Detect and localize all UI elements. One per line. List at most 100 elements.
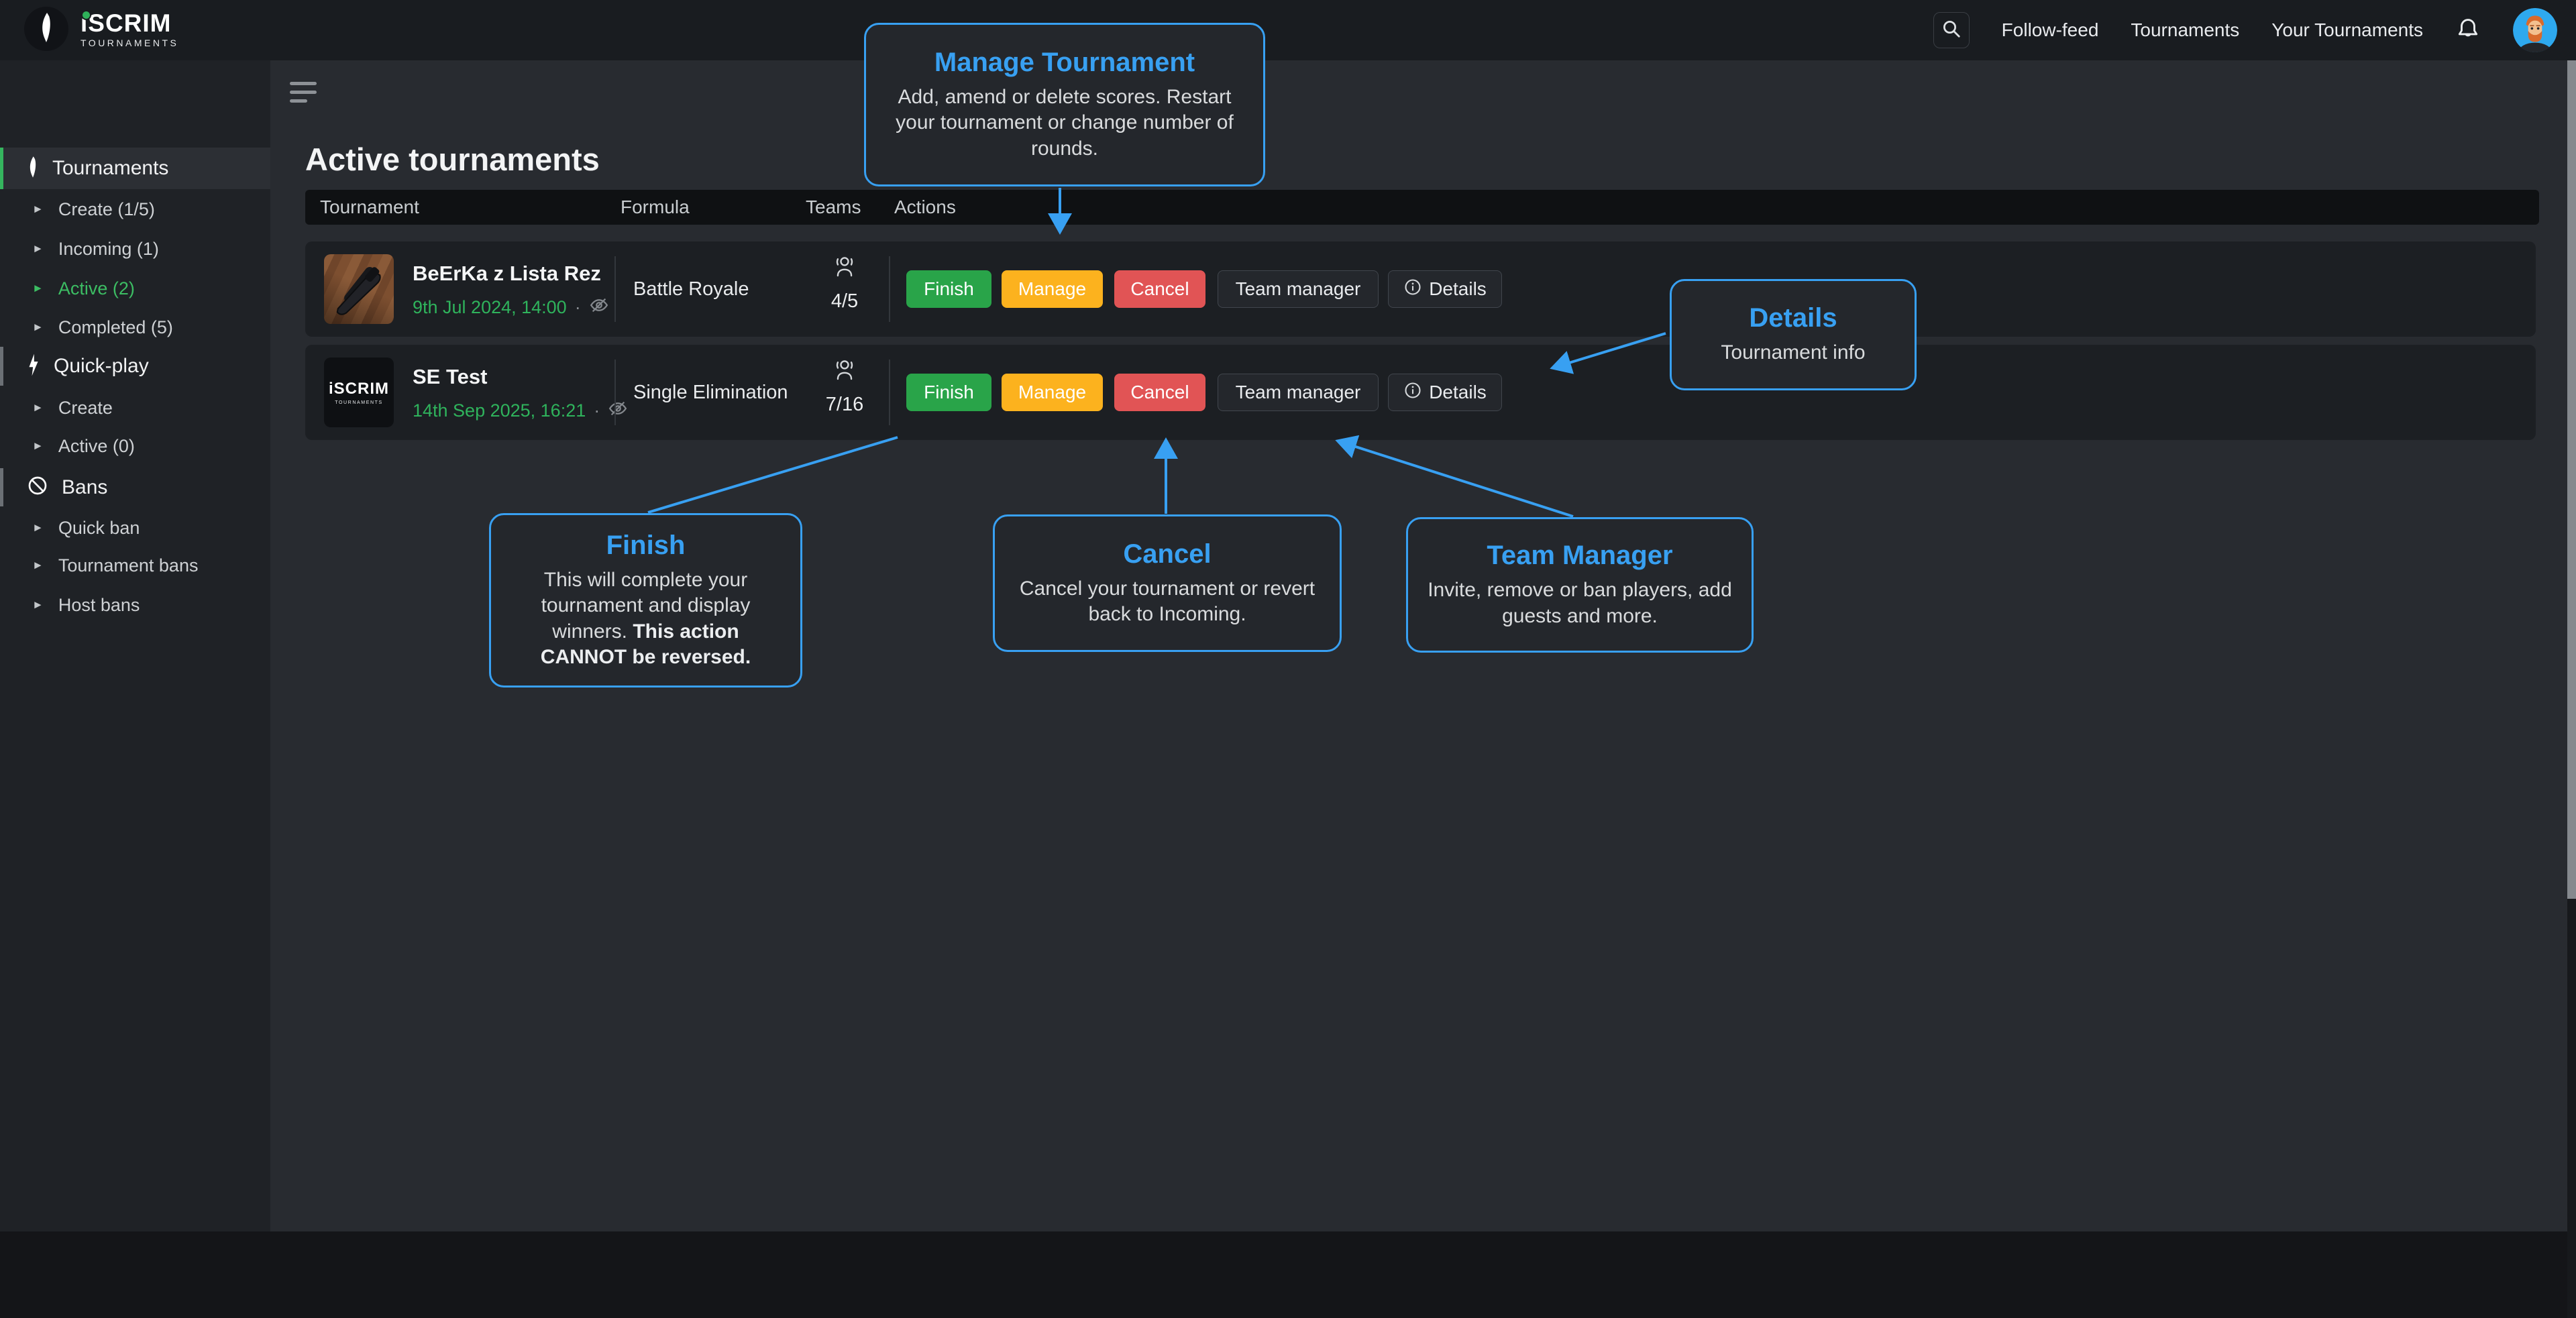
tournament-formula: Single Elimination xyxy=(633,381,788,403)
tooltip-title: Team Manager xyxy=(1487,541,1673,571)
group-people-icon xyxy=(830,357,859,390)
sidebar-item-host-bans[interactable]: ► Host bans xyxy=(32,594,140,615)
sidebar-item-quick-ban[interactable]: ► Quick ban xyxy=(32,517,140,538)
column-header-actions: Actions xyxy=(894,197,956,217)
tooltip-title: Manage Tournament xyxy=(934,47,1195,77)
search-button[interactable] xyxy=(1933,12,1970,48)
section-indicator-bar xyxy=(0,468,3,506)
logo-circle xyxy=(24,7,68,51)
teams-count: 7/16 xyxy=(825,394,864,415)
info-icon xyxy=(1403,381,1422,404)
arrow-right-icon: ► xyxy=(32,521,44,534)
sidebar-item-tournament-bans[interactable]: ► Tournament bans xyxy=(32,555,199,575)
team-manager-button[interactable]: Team manager xyxy=(1218,270,1379,308)
lightning-icon xyxy=(27,353,40,380)
sidebar-item-label: Tournaments xyxy=(52,157,169,179)
sidebar-item-active[interactable]: ► Active (2) xyxy=(32,278,135,298)
tournament-thumbnail xyxy=(324,254,394,324)
sidebar-item-incoming[interactable]: ► Incoming (1) xyxy=(32,238,159,259)
tournament-name[interactable]: BeErKa z Lista Rez xyxy=(413,262,601,285)
cancel-button[interactable]: Cancel xyxy=(1114,270,1205,308)
user-avatar[interactable] xyxy=(2513,8,2557,52)
nav-link-follow-feed[interactable]: Follow-feed xyxy=(2001,19,2099,40)
tooltip-title: Details xyxy=(1749,303,1837,333)
finish-button[interactable]: Finish xyxy=(906,270,991,308)
arrow-right-icon: ► xyxy=(32,559,44,571)
ban-icon xyxy=(27,475,48,500)
brand-subtitle: TOURNAMENTS xyxy=(80,37,179,48)
arrow-right-icon: ► xyxy=(32,321,44,333)
arrow-right-icon: ► xyxy=(32,203,44,215)
sidebar-item-quick-play[interactable]: Quick-play xyxy=(0,347,270,386)
top-navbar: iSCRIM TOURNAMENTS Follow-feed Tournamen… xyxy=(0,0,2576,60)
notifications-bell-icon[interactable] xyxy=(2455,16,2481,45)
column-divider xyxy=(614,360,616,425)
column-divider xyxy=(889,256,890,322)
navbar-right: Follow-feed Tournaments Your Tournaments xyxy=(1933,0,2557,60)
column-divider xyxy=(614,256,616,322)
manage-button[interactable]: Manage xyxy=(1002,374,1103,411)
table-header: Tournament Formula Teams Actions xyxy=(305,190,2539,225)
tournament-thumbnail: iSCRIM TOURNAMENTS xyxy=(324,358,394,427)
tooltip-team-manager: Team Manager Invite, remove or ban playe… xyxy=(1406,517,1754,653)
content-menu-icon[interactable] xyxy=(290,82,322,109)
details-button[interactable]: Details xyxy=(1388,270,1502,308)
knife-icon xyxy=(27,156,39,182)
column-divider xyxy=(889,360,890,425)
tooltip-body: Cancel your tournament or revert back to… xyxy=(1019,577,1316,625)
tooltip-body: Invite, remove or ban players, add guest… xyxy=(1428,579,1732,627)
sidebar-item-quick-active[interactable]: ► Active (0) xyxy=(32,435,135,456)
arrow-right-icon: ► xyxy=(32,242,44,255)
tooltip-details: Details Tournament info xyxy=(1670,279,1917,390)
brand-green-dot xyxy=(83,11,90,19)
sidebar-item-create-tournament[interactable]: ► Create (1/5) xyxy=(32,199,155,219)
sidebar: Your Tournaments Tournaments ► Create (1… xyxy=(0,60,270,1231)
brand-logo[interactable]: iSCRIM TOURNAMENTS xyxy=(24,7,178,51)
knife-logo-icon xyxy=(38,12,55,46)
scrollbar-thumb[interactable] xyxy=(2567,60,2576,899)
group-people-icon xyxy=(830,254,859,286)
sidebar-item-bans[interactable]: Bans xyxy=(0,468,270,506)
vertical-scrollbar xyxy=(2567,60,2576,1318)
team-manager-button[interactable]: Team manager xyxy=(1218,374,1379,411)
brand-text: iSCRIM TOURNAMENTS xyxy=(80,11,178,48)
info-icon xyxy=(1403,278,1422,301)
brand-title: iSCRIM xyxy=(80,9,172,37)
sidebar-item-completed[interactable]: ► Completed (5) xyxy=(32,317,173,337)
tooltip-manage-tournament: Manage Tournament Add, amend or delete s… xyxy=(864,23,1265,186)
tooltip-finish: Finish This will complete your tournamen… xyxy=(489,513,802,688)
teams-cell: 4/5 xyxy=(804,254,885,313)
hidden-eye-icon xyxy=(608,398,628,423)
tooltip-title: Finish xyxy=(606,530,686,560)
table-row: iSCRIM TOURNAMENTS SE Test 14th Sep 2025… xyxy=(305,345,2536,440)
active-indicator-bar xyxy=(0,148,3,189)
tooltip-body: This will complete your tournament and d… xyxy=(540,568,751,668)
arrow-right-icon: ► xyxy=(32,598,44,611)
tournament-date: 9th Jul 2024, 14:00 · xyxy=(413,295,609,320)
tournament-name[interactable]: SE Test xyxy=(413,365,488,388)
column-header-formula: Formula xyxy=(621,197,690,217)
tooltip-body: Tournament info xyxy=(1721,341,1866,364)
finish-button[interactable]: Finish xyxy=(906,374,991,411)
tooltip-title: Cancel xyxy=(1123,539,1212,569)
teams-count: 4/5 xyxy=(830,290,859,312)
hidden-eye-icon xyxy=(589,295,609,320)
tournament-formula: Battle Royale xyxy=(633,278,749,300)
nav-link-your-tournaments[interactable]: Your Tournaments xyxy=(2271,19,2423,40)
details-button[interactable]: Details xyxy=(1388,374,1502,411)
arrow-right-icon: ► xyxy=(32,439,44,452)
page-title: Active tournaments xyxy=(305,142,600,177)
tooltip-body: Add, amend or delete scores. Restart you… xyxy=(896,85,1234,160)
arrow-right-icon: ► xyxy=(32,282,44,294)
section-indicator-bar xyxy=(0,347,3,386)
arrow-right-icon: ► xyxy=(32,401,44,414)
page-footer xyxy=(0,1231,2576,1318)
sidebar-item-tournaments[interactable]: Tournaments xyxy=(0,148,270,189)
cancel-button[interactable]: Cancel xyxy=(1114,374,1205,411)
manage-button[interactable]: Manage xyxy=(1002,270,1103,308)
sidebar-item-quick-create[interactable]: ► Create xyxy=(32,397,113,418)
column-header-teams: Teams xyxy=(806,197,861,217)
tournament-date: 14th Sep 2025, 16:21 · xyxy=(413,398,628,423)
nav-link-tournaments[interactable]: Tournaments xyxy=(2131,19,2240,40)
